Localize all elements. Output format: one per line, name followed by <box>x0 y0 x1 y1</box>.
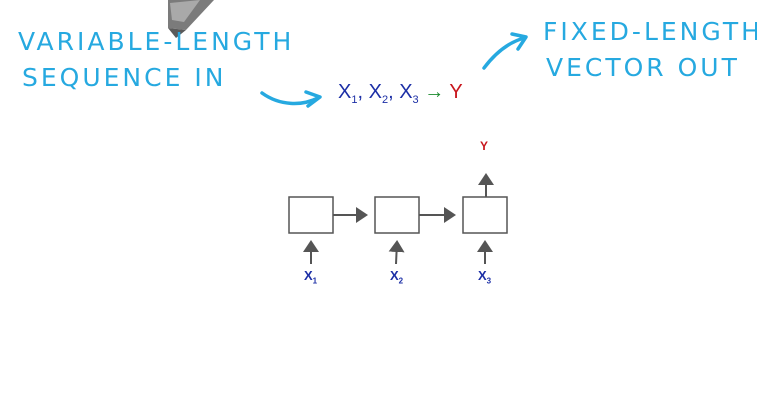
left-hand-arrow-head <box>304 90 322 108</box>
formula-x1: X1 <box>338 81 358 106</box>
annotation-left-line2: SEQUENCE IN <box>22 63 227 92</box>
formula-arrow: → <box>424 81 445 103</box>
output-label: Y <box>480 139 489 153</box>
rnn-cell-3 <box>462 196 508 234</box>
right-hand-arrow <box>482 36 526 70</box>
input-label-3: X3 <box>478 268 492 286</box>
annotation-right-line1: FIXED-LENGTH <box>543 17 757 46</box>
formula-x2: X2 <box>368 81 389 106</box>
right-hand-arrow-head <box>510 32 528 51</box>
input-arrow-2 <box>388 240 405 265</box>
formula-x3: X3 <box>399 81 419 106</box>
formula-comma-2: , <box>388 81 394 103</box>
rnn-cell-2 <box>374 196 420 234</box>
annotation-left-line1: VARIABLE-LENGTH <box>18 27 295 56</box>
rnn-cell-1 <box>288 196 334 234</box>
formula-comma-1: , <box>357 81 364 103</box>
pen-icon <box>168 0 214 38</box>
formula-output: Y <box>449 81 463 103</box>
input-label-1: X1 <box>304 268 318 286</box>
sequence-formula: X1, X2, X3 → Y <box>338 81 463 106</box>
input-label-2: X2 <box>390 268 404 286</box>
annotation-right-line2: VECTOR OUT <box>546 53 740 82</box>
